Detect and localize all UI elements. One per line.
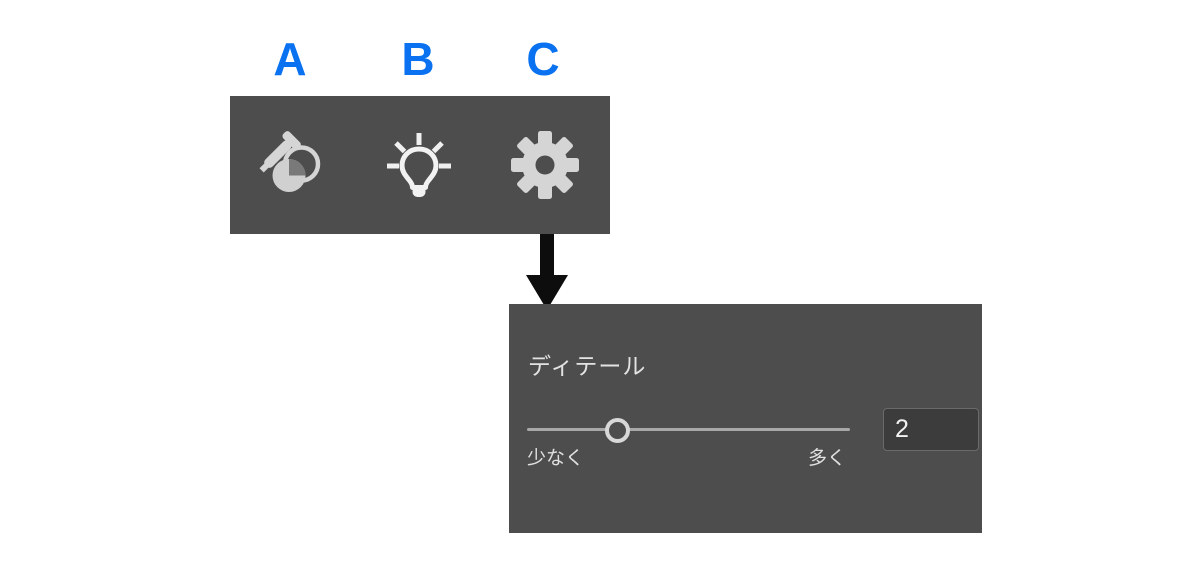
tool-toolbar — [230, 96, 610, 234]
lighting-button[interactable] — [356, 96, 482, 234]
light-bulb-icon — [385, 130, 453, 200]
settings-button[interactable] — [482, 96, 608, 234]
eyedropper-icon — [256, 128, 330, 202]
detail-settings-panel: ディテール 少なく 多く 2 — [509, 304, 982, 533]
detail-slider[interactable]: 少なく 多く — [527, 408, 852, 469]
slider-thumb[interactable] — [605, 418, 630, 443]
detail-value-field[interactable]: 2 — [883, 408, 979, 451]
gear-icon — [510, 130, 580, 200]
arrow-down-icon — [526, 234, 568, 310]
callout-label-a: A — [273, 33, 307, 85]
slider-min-label: 少なく — [527, 448, 585, 469]
panel-title: ディテール — [528, 353, 647, 379]
callout-label-b: B — [401, 33, 435, 85]
callout-label-c: C — [526, 33, 560, 85]
detail-value-text: 2 — [895, 415, 909, 443]
slider-max-label: 多く — [808, 448, 847, 469]
detail-slider-row: 少なく 多く 2 — [527, 408, 979, 469]
white-balance-picker-button[interactable] — [230, 96, 356, 234]
slider-track[interactable] — [527, 428, 850, 431]
